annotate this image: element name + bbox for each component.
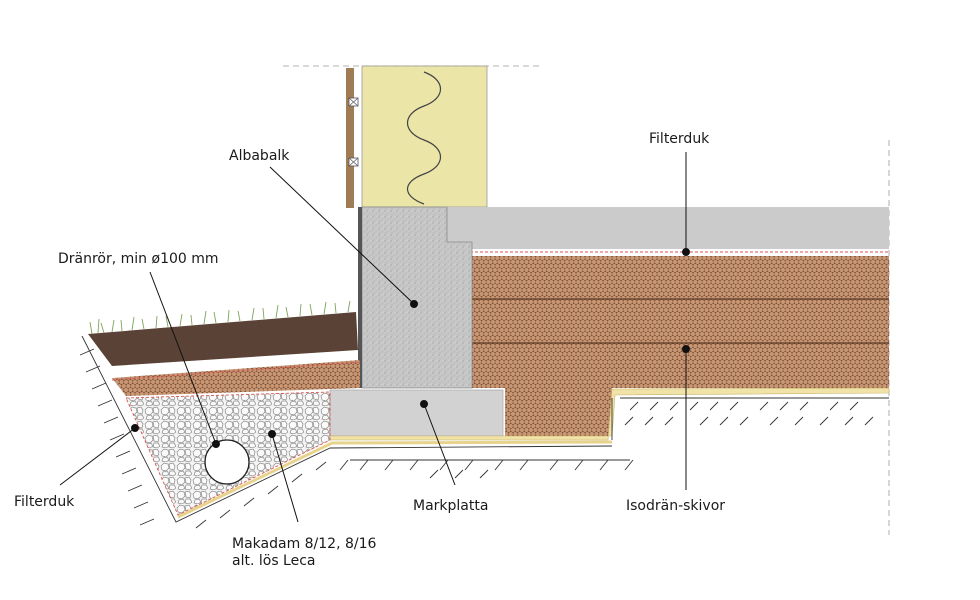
label-albabalk: Albabalk bbox=[229, 148, 290, 164]
wall-construction bbox=[346, 65, 488, 208]
dranror-dot bbox=[212, 440, 220, 448]
topsoil-layer bbox=[88, 312, 358, 366]
label-isodran: Isodrän-skivor bbox=[626, 498, 725, 514]
label-makadam-1: Makadam 8/12, 8/16 bbox=[232, 536, 377, 552]
drain-pipe bbox=[204, 439, 250, 485]
markplatta-slab bbox=[329, 389, 504, 437]
batten-clips bbox=[348, 97, 359, 167]
filterduk-top-dot bbox=[682, 248, 690, 256]
label-makadam-2: alt. lös Leca bbox=[232, 553, 316, 569]
wall-insulation bbox=[361, 65, 488, 208]
filterduk-left-dot bbox=[131, 424, 139, 432]
markplatta-leader bbox=[423, 403, 456, 486]
ground-hatch-left bbox=[79, 335, 634, 529]
beam-edge-strip bbox=[358, 207, 362, 388]
ground-hatch-right bbox=[611, 397, 889, 440]
makadam-dot bbox=[268, 430, 276, 438]
albabalk-leader bbox=[269, 166, 415, 305]
label-markplatta: Markplatta bbox=[413, 498, 488, 514]
isodran-dot bbox=[682, 345, 690, 353]
isodran-boards bbox=[472, 256, 889, 436]
makadam-leader bbox=[271, 433, 299, 523]
sand-layer bbox=[329, 387, 890, 441]
label-filterduk-top: Filterduk bbox=[649, 131, 710, 147]
concrete-floor-slab bbox=[447, 207, 889, 249]
label-dranror: Dränrör, min ø100 mm bbox=[58, 251, 219, 267]
albabalk-dot bbox=[410, 300, 418, 308]
grass bbox=[89, 300, 351, 335]
insulation-symbol bbox=[406, 71, 441, 205]
isodran-outer-board bbox=[112, 360, 360, 396]
dranror-leader bbox=[149, 271, 217, 445]
wood-batten bbox=[346, 68, 354, 208]
filterduk-left-leader bbox=[59, 427, 136, 486]
markplatta-dot bbox=[420, 400, 428, 408]
label-filterduk-left: Filterduk bbox=[14, 494, 75, 510]
